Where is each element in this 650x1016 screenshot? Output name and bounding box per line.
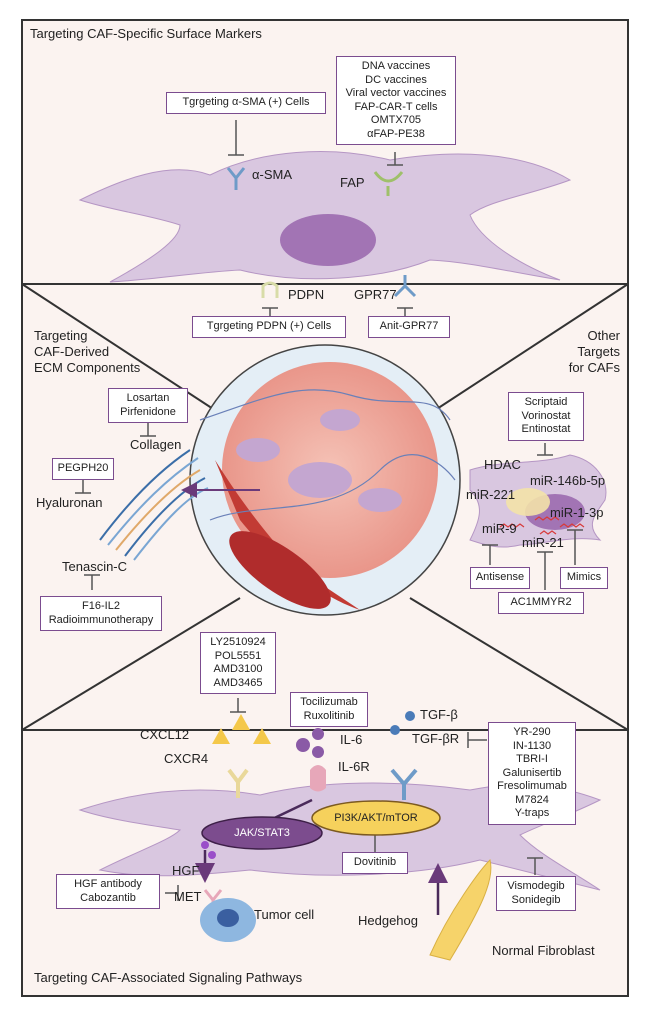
normal-fibroblast-label: Normal Fibroblast: [492, 943, 595, 958]
gpr77-drug-box: Anit-GPR77: [368, 316, 450, 338]
left-title-line: CAF-Derived: [34, 344, 110, 359]
hdac-drug: Entinostat: [521, 423, 571, 435]
collagen-drug: Losartan: [126, 392, 170, 404]
collagen-label: Collagen: [130, 437, 182, 452]
right-caf-cell: [469, 454, 607, 548]
hgf-drug: Cabozantib: [80, 891, 136, 904]
hdac-drug: Scriptaid: [524, 396, 568, 408]
hgf-label: HGF: [172, 863, 200, 878]
fap-drug-box: DNA vaccines DC vaccines Viral vector va…: [336, 56, 456, 145]
pdpn-label: PDPN: [288, 287, 325, 302]
left-section-title: Targeting CAF-Derived ECM Components: [34, 328, 140, 376]
tenascin-drug: Radioimmunotherapy: [48, 613, 154, 626]
right-title-line: Targets: [577, 344, 620, 359]
hdac-label: HDAC: [484, 457, 521, 472]
fap-drug: OMTX705: [370, 114, 422, 126]
hyaluronan-drug-box: PEGPH20: [52, 458, 114, 480]
fap-drug: Viral vector vaccines: [345, 87, 447, 99]
mir146-label: miR-146b-5p: [530, 473, 606, 488]
top-section-title: Targeting CAF-Specific Surface Markers: [30, 26, 262, 41]
hgf-drug: HGF antibody: [74, 878, 142, 890]
tenascin-drug-box: F16-IL2 Radioimmunotherapy: [40, 596, 162, 631]
fap-drug: DC vaccines: [365, 73, 427, 86]
antisense-box: Antisense: [470, 567, 530, 589]
hedgehog-label: Hedgehog: [358, 913, 418, 928]
right-title-line: for CAFs: [568, 360, 620, 375]
cxcl12-drug: LY2510924: [210, 636, 266, 648]
fap-drug: DNA vaccines: [361, 60, 431, 72]
bottom-section-title: Targeting CAF-Associated Signaling Pathw…: [34, 970, 303, 985]
cxcl12-drug: AMD3100: [213, 663, 263, 675]
il6r-label: IL-6R: [338, 759, 370, 774]
jak-stat3-label: JAK/STAT3: [234, 827, 290, 839]
left-title-line: ECM Components: [34, 360, 141, 375]
hedgehog-drug-box: Vismodegib Sonidegib: [496, 876, 576, 911]
right-title-line: Other: [587, 328, 620, 343]
tgfb-drug: TBRI-I: [516, 753, 548, 765]
tgfb-drug: M7824: [515, 793, 549, 806]
hyaluronan-label: Hyaluronan: [36, 495, 103, 510]
il6-drug-box: Tocilizumab Ruxolitinib: [290, 692, 368, 727]
hedgehog-drug: Vismodegib: [507, 880, 565, 892]
fap-drug: αFAP-PE38: [367, 127, 425, 140]
dovitinib-box: Dovitinib: [342, 852, 408, 874]
ac1mmyr2-box: AC1MMYR2: [498, 592, 584, 614]
tenascin-label: Tenascin-C: [62, 559, 128, 574]
collagen-drug-box: Losartan Pirfenidone: [108, 388, 188, 423]
top-caf-cell: [78, 151, 572, 283]
mimics-box: Mimics: [560, 567, 608, 589]
hdac-drug-box: Scriptaid Vorinostat Entinostat: [508, 392, 584, 441]
tumor-cell-label: Tumor cell: [254, 907, 315, 922]
left-title-line: Targeting: [34, 328, 88, 343]
pi3k-pill: [311, 800, 441, 836]
pdpn-drug-box: Tgrgeting PDPN (+) Cells: [192, 316, 346, 338]
tgfb-drug: Fresolimumab: [497, 780, 567, 792]
tgfb-drug: IN-1130: [512, 739, 552, 752]
fap-label: FAP: [340, 175, 365, 190]
mir9-label: miR-9: [482, 521, 517, 536]
il6-drug: Tocilizumab: [300, 696, 358, 708]
tgfb-drug: Galunisertib: [502, 766, 562, 779]
pi3k-label: PI3K/AKT/mTOR: [334, 812, 418, 824]
jak-stat3-pill: [201, 816, 323, 850]
cxcl12-drug: AMD3465: [213, 676, 263, 689]
ligand-glyphs-bottom: [200, 711, 492, 961]
right-section-title: Other Targets for CAFs: [560, 328, 620, 376]
hedgehog-drug: Sonidegib: [511, 893, 561, 906]
il6-label: IL-6: [340, 732, 363, 747]
tgfbr-label: TGF-βR: [412, 731, 460, 746]
mir21-label: miR-21: [522, 535, 564, 550]
tgfb-drug: YR-290: [513, 726, 551, 738]
cxcl12-drug-box: LY2510924 POL5551 AMD3100 AMD3465: [200, 632, 276, 694]
cxcr4-label: CXCR4: [164, 751, 209, 766]
tgfb-drug-box: YR-290 IN-1130 TBRI-I Galunisertib Freso…: [488, 722, 576, 825]
gpr77-label: GPR77: [354, 287, 397, 302]
tenascin-drug: F16-IL2: [82, 600, 120, 612]
cxcl12-label: CXCL12: [140, 727, 190, 742]
cxcl12-drug: POL5551: [214, 649, 262, 662]
inhibition-lines-left: [75, 423, 156, 590]
il6-drug: Ruxolitinib: [303, 709, 355, 722]
tgfb-label: TGF-β: [420, 707, 458, 722]
receptor-glyphs-top: [226, 167, 417, 298]
fap-drug: FAP-CAR-T cells: [354, 100, 438, 113]
asma-label: α-SMA: [252, 167, 293, 182]
collagen-fibers: [99, 449, 209, 561]
hdac-drug: Vorinostat: [521, 409, 571, 422]
asma-drug-box: Tgrgeting α-SMA (+) Cells: [166, 92, 326, 114]
collagen-drug: Pirfenidone: [120, 405, 176, 418]
hgf-drug-box: HGF antibody Cabozantib: [56, 874, 160, 909]
top-nucleus: [280, 214, 376, 266]
mir13p-label: miR-1-3p: [550, 505, 604, 520]
mir221-label: miR-221: [466, 487, 516, 502]
inhibition-lines-right: [482, 443, 583, 590]
met-label: MET: [174, 889, 202, 904]
tgfb-drug: Y-traps: [514, 807, 550, 819]
tumor-microenvironment: [189, 344, 461, 616]
inhibition-lines-top: [228, 120, 413, 316]
